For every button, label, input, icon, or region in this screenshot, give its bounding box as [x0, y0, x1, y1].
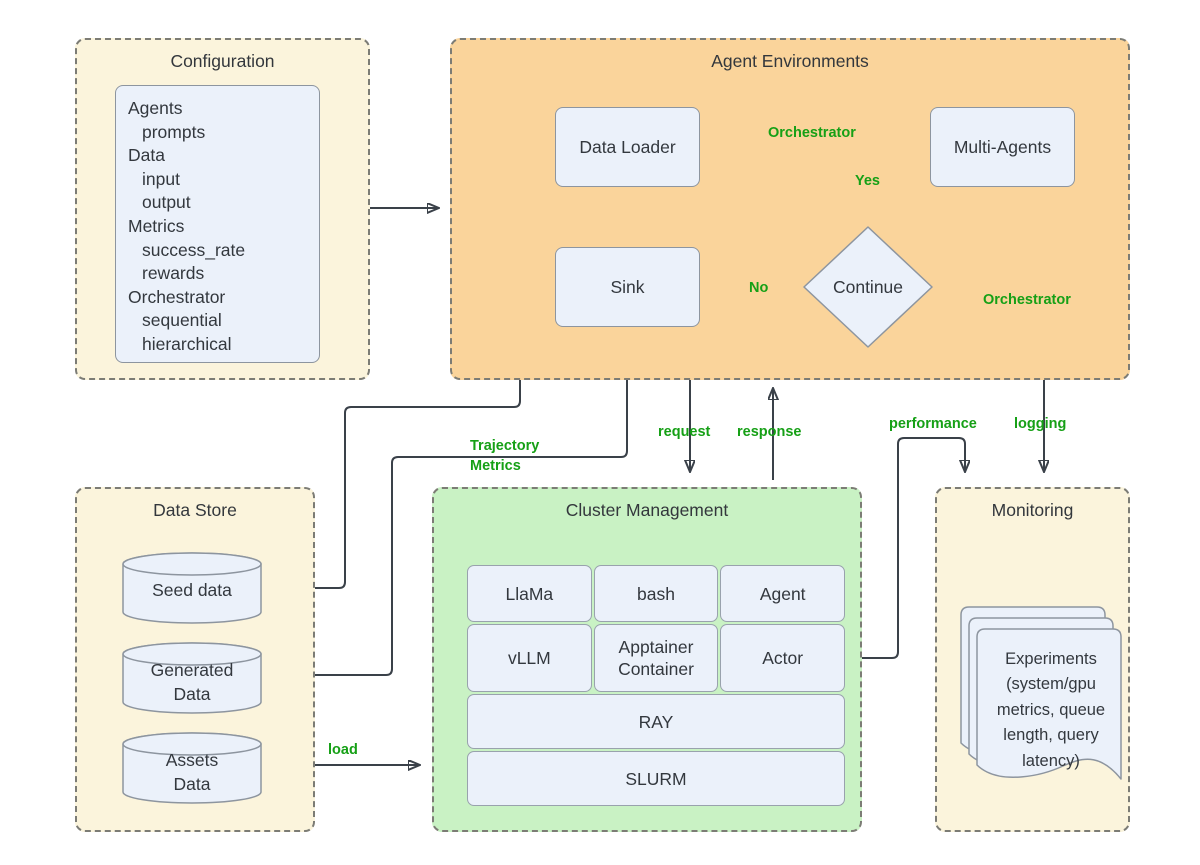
cylinder-label: Seed data: [152, 580, 232, 600]
node-data-loader: Data Loader: [555, 107, 700, 187]
cell-ray: RAY: [467, 694, 845, 749]
configuration-parameters-box: Agents prompts Data input output Metrics…: [115, 85, 320, 363]
document-stack-shape: [960, 606, 1122, 780]
cell-apptainer-container: Apptainer Container: [593, 624, 719, 692]
cell-llama: LlaMa: [467, 565, 592, 622]
cylinder-shape: [122, 552, 262, 624]
config-item: success_rate: [142, 239, 246, 260]
decision-continue: Continue: [801, 224, 935, 350]
cylinder-label: Generated Data: [122, 658, 262, 706]
edge-label-logging: logging: [1014, 416, 1067, 432]
edge-label-line: Metrics: [470, 458, 521, 474]
panel-cluster-management: Cluster Management LlaMa bash Agent vLLM…: [432, 487, 862, 832]
config-item: Orchestrator: [128, 286, 226, 307]
edge-label-line: Trajectory: [470, 438, 540, 454]
config-item: Metrics: [128, 215, 185, 236]
experiments-document-stack: Experiments (system/gpu metrics, queue l…: [959, 605, 1131, 789]
cylinder-seed-data: Seed data: [122, 552, 262, 624]
config-item: output: [142, 192, 191, 213]
cluster-row: vLLM Apptainer Container Actor: [467, 624, 846, 692]
cylinder-label-line: Data: [173, 774, 211, 794]
edge-label-load: load: [328, 742, 358, 758]
agent-environments-title: Agent Environments: [711, 51, 869, 71]
cell-slurm: SLURM: [467, 751, 845, 806]
doc-line: latency): [1022, 751, 1080, 770]
edge-label-orchestrator-top: Orchestrator: [768, 125, 856, 141]
edge-label-yes: Yes: [855, 173, 880, 189]
config-item: Data: [128, 145, 165, 166]
cylinder-assets-data: Assets Data: [122, 732, 262, 804]
monitoring-title: Monitoring: [991, 500, 1074, 520]
cluster-grid: LlaMa bash Agent vLLM Apptainer Containe…: [467, 565, 846, 808]
cylinder-shape: [122, 642, 262, 714]
edge-label-request: request: [658, 424, 711, 440]
node-multi-agents: Multi-Agents: [930, 107, 1075, 187]
edge-label-trajectory-metrics: Trajectory Metrics: [470, 436, 539, 476]
cylinder-generated-data: Generated Data: [122, 642, 262, 714]
config-item: Agents: [128, 98, 183, 118]
panel-agent-environments: Agent Environments: [450, 38, 1130, 380]
panel-data-store: Data Store Seed data Generated Data: [75, 487, 315, 832]
config-item: hierarchical: [142, 333, 232, 354]
config-item: sequential: [142, 310, 222, 331]
cluster-row: LlaMa bash Agent: [467, 565, 846, 622]
edge-label-no: No: [749, 280, 769, 296]
cluster-row: RAY: [467, 694, 845, 749]
cell-bash: bash: [593, 565, 719, 622]
edge-label-performance: performance: [889, 416, 977, 432]
config-item: rewards: [142, 263, 205, 284]
experiments-document-text: Experiments (system/gpu metrics, queue l…: [983, 647, 1119, 774]
cylinder-shape: [122, 732, 262, 804]
cell-agent: Agent: [720, 565, 846, 622]
config-item: input: [142, 168, 180, 189]
diamond-shape: [803, 226, 933, 348]
cell-actor: Actor: [720, 624, 846, 692]
configuration-title: Configuration: [170, 51, 275, 71]
edge-label-orchestrator-bottom: Orchestrator: [983, 292, 1071, 308]
cylinder-label-line: Assets: [165, 750, 219, 770]
doc-line: Experiments: [1005, 650, 1097, 668]
edge-label-response: response: [737, 424, 802, 440]
panel-configuration: Configuration Agents prompts Data input …: [75, 38, 370, 380]
cylinder-label-line: Generated: [150, 660, 234, 680]
doc-line: (system/gpu: [1006, 675, 1096, 694]
panel-monitoring: Monitoring Experiments (system/gpu metri…: [935, 487, 1130, 832]
cluster-row: SLURM: [467, 751, 845, 806]
cluster-management-title: Cluster Management: [565, 500, 729, 520]
data-store-title: Data Store: [153, 500, 237, 520]
doc-line: length, query: [1003, 726, 1099, 745]
config-item: prompts: [142, 121, 206, 142]
cylinder-label: Assets Data: [122, 748, 262, 796]
decision-continue-label: Continue: [832, 276, 904, 297]
cell-vllm: vLLM: [467, 624, 592, 692]
node-sink: Sink: [555, 247, 700, 327]
cylinder-label-line: Data: [173, 684, 211, 704]
doc-line: metrics, queue: [996, 700, 1106, 719]
